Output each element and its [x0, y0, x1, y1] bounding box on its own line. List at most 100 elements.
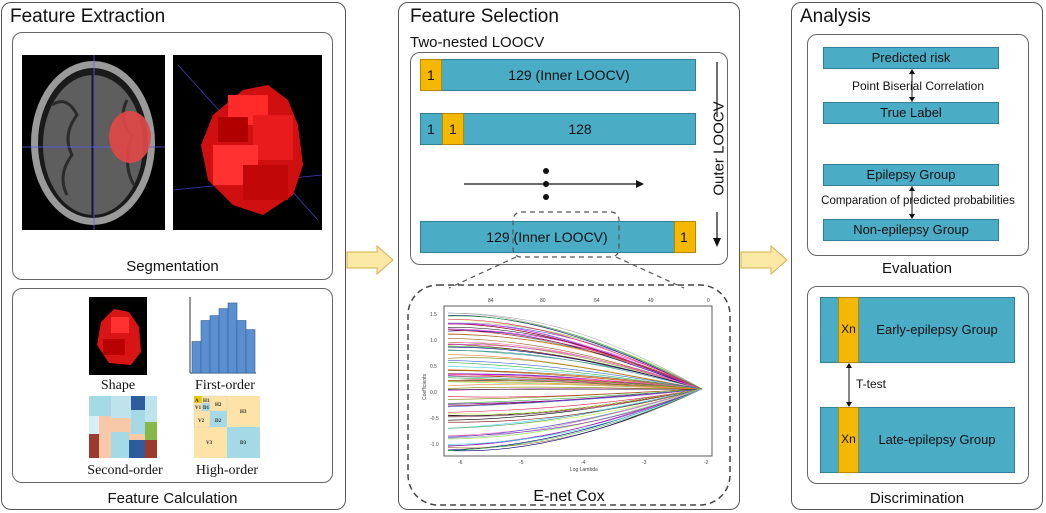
coefficient-path — [447, 318, 703, 390]
second-order-label: Second-order — [87, 463, 163, 478]
coefficient-path — [447, 388, 703, 445]
coefficient-path — [447, 342, 703, 390]
coefficient-path — [447, 388, 703, 400]
top-tick: 80 — [540, 298, 546, 304]
true-label-box — [823, 102, 999, 124]
coefficient-path — [447, 346, 703, 390]
cell-label-d1: D1 — [203, 406, 210, 411]
y-tick: 1.0 — [430, 338, 437, 344]
top-tick: 64 — [594, 298, 600, 304]
coefficient-path — [447, 354, 703, 390]
coefficient-path — [447, 360, 703, 390]
bar-2-first: 1 — [427, 121, 435, 137]
voxel-block — [103, 339, 125, 355]
late-epilepsy-label: Late-epilepsy Group — [878, 432, 996, 447]
texture-cell — [89, 416, 99, 434]
cell-label-d2: D2 — [215, 419, 222, 424]
cell-label-a: A — [195, 399, 199, 404]
arrow-shape — [346, 244, 394, 276]
coefficient-path — [447, 388, 703, 439]
top-tick: 0 — [707, 298, 710, 304]
enet-cox-label: E-net Cox — [533, 488, 605, 505]
non-epilepsy-group-box — [823, 219, 999, 241]
wavelet-cell-d2 — [210, 411, 227, 427]
arrowhead-down — [909, 214, 915, 219]
bar-3-main: 129 (Inner LOOCV) — [486, 229, 608, 245]
texture-cell — [111, 432, 129, 458]
x-tick: -6 — [458, 460, 463, 466]
y-axis-label: Coefficients — [422, 373, 428, 400]
coefficient-path — [447, 388, 703, 423]
cell-label-v3: V3 — [206, 441, 213, 446]
y-tick: 0.0 — [430, 390, 437, 396]
coefficient-path — [447, 350, 703, 390]
segmentation-label: Segmentation — [126, 258, 219, 275]
coefficient-path — [447, 323, 703, 390]
shape-svg — [97, 309, 141, 365]
flow-arrow-icon — [740, 244, 788, 276]
coefficient-path — [447, 388, 703, 437]
voxel-block — [253, 115, 293, 160]
coefficient-path — [447, 383, 703, 390]
cell-label-v1: V1 — [195, 406, 202, 411]
dot — [543, 194, 549, 200]
x-tick: -2 — [704, 460, 709, 466]
zoom-box — [407, 284, 731, 506]
bar-1-main: 129 (Inner LOOCV) — [508, 67, 630, 83]
predicted-risk-label: Predicted risk — [871, 50, 951, 65]
outer-loocv-arrow — [713, 62, 721, 247]
texture-cell — [131, 396, 145, 410]
cell-label-h1: H1 — [203, 399, 210, 404]
arrowhead-down — [846, 402, 852, 407]
coefficient-path — [447, 373, 703, 390]
tumor-3d-render — [172, 55, 323, 230]
bar-2-second: 1 — [449, 121, 457, 137]
first-order-histogram — [189, 297, 256, 374]
texture-cell — [145, 440, 157, 458]
histogram-bar — [200, 320, 211, 374]
coefficient-path — [447, 388, 703, 415]
cell-label-h3: H3 — [240, 410, 247, 415]
coefficient-path — [447, 388, 703, 418]
late-xn-tag: Xn — [841, 432, 856, 446]
ellipsis-arrow — [464, 168, 644, 200]
top-tick: 49 — [648, 298, 654, 304]
correlation-label: Point Biserial Correlation — [851, 79, 985, 93]
epilepsy-group-box — [823, 164, 999, 186]
zoom-line-left — [448, 256, 517, 289]
high-order-wavelet: A H1 V1 D1 H2 V2 D2 H3 V3 D3 — [193, 395, 260, 458]
tumor-region — [109, 111, 151, 163]
texture-cell — [129, 440, 145, 458]
discrimination-label: Discrimination — [869, 490, 965, 507]
coefficient-path — [447, 330, 703, 390]
arrowhead-down — [909, 97, 915, 102]
mri-axial-image — [22, 55, 165, 230]
zoom-connector — [407, 211, 731, 506]
feature-xn-early — [838, 297, 859, 363]
t-test-arrow — [846, 363, 852, 407]
coefficient-paths — [447, 312, 703, 452]
texture-cell — [89, 396, 111, 416]
bar-2-main: 128 — [568, 121, 592, 137]
held-out-sample — [442, 113, 464, 145]
histogram-bar — [209, 315, 220, 374]
arrowhead — [636, 180, 644, 188]
coefficient-path — [447, 388, 703, 390]
y-tick: 1.5 — [430, 312, 437, 318]
coefficient-path — [447, 334, 703, 390]
coefficient-path — [447, 388, 703, 404]
histogram-bar — [227, 302, 238, 374]
texture-cell — [145, 422, 157, 440]
evaluation-label: Evaluation — [881, 260, 953, 277]
feature-xn-late — [838, 407, 859, 473]
high-order-label: High-order — [195, 463, 259, 478]
coefficient-path — [447, 318, 703, 390]
tumor-3d-svg — [172, 64, 323, 221]
coefficient-path — [447, 380, 703, 390]
texture-cell — [131, 410, 145, 434]
texture-cell — [89, 434, 99, 458]
cell-label-d3: D3 — [240, 441, 247, 446]
early-xn-tag: Xn — [841, 322, 856, 336]
texture-cell — [111, 396, 131, 418]
y-tick: 0.5 — [430, 364, 437, 370]
